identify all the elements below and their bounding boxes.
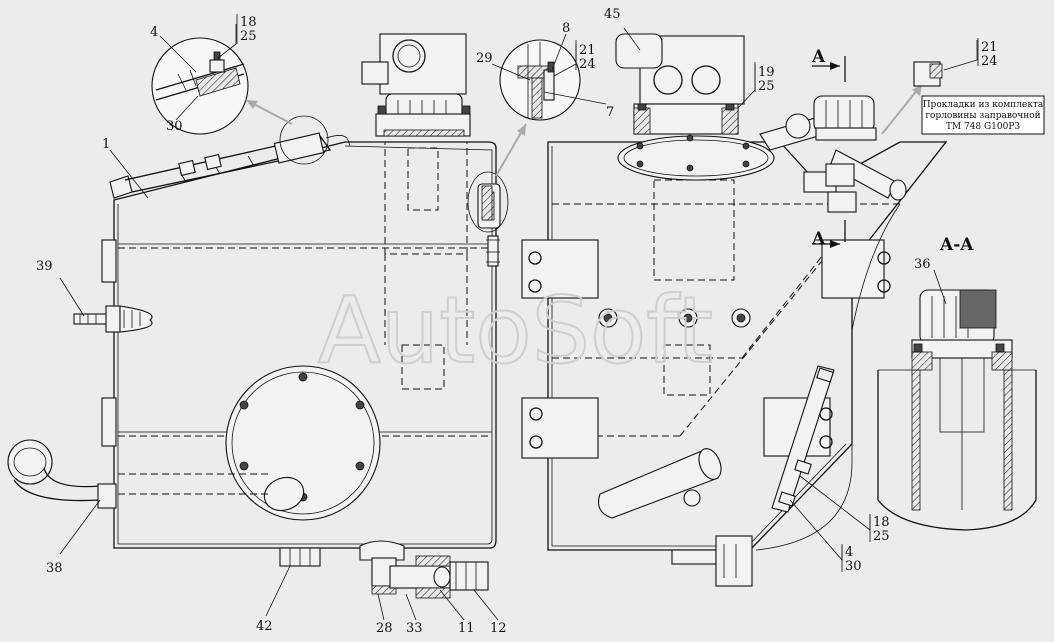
callout-7: 7 — [606, 105, 614, 120]
callout-18-top: 18 — [240, 15, 257, 30]
callout-30-top: 30 — [166, 119, 183, 134]
left-view-tank — [7, 33, 501, 599]
callout-11: 11 — [458, 621, 475, 636]
callout-8: 8 — [562, 21, 570, 36]
callout-39: 39 — [36, 259, 53, 274]
detail-bubble-top-left — [151, 37, 329, 165]
callout-19: 19 — [758, 65, 775, 80]
callout-45: 45 — [604, 7, 621, 22]
callout-21-right: 21 — [981, 40, 998, 55]
note-line-1: Прокладки из комплекта — [923, 100, 1044, 110]
callout-25-top: 25 — [240, 29, 257, 44]
callout-21-mid: 21 — [579, 43, 596, 58]
callout-25-mid: 25 — [758, 79, 775, 94]
callout-33: 33 — [406, 621, 423, 636]
section-mark-a-bottom: A — [811, 229, 826, 249]
callout-1: 1 — [102, 137, 110, 152]
gasket-note: Прокладки из комплекта горловины заправо… — [921, 95, 1045, 135]
detail-bubble-top-middle — [467, 39, 581, 233]
right-view-tank — [521, 33, 948, 587]
callout-12: 12 — [490, 621, 507, 636]
callout-24-mid: 24 — [579, 57, 596, 72]
callout-42: 42 — [256, 619, 273, 634]
callout-4-bottom: 4 — [845, 545, 853, 560]
callout-25-bottom: 25 — [873, 529, 890, 544]
callout-36: 36 — [914, 257, 931, 272]
callout-28: 28 — [376, 621, 393, 636]
callout-4-top: 4 — [150, 25, 158, 40]
callout-18-bottom: 18 — [873, 515, 890, 530]
callout-29: 29 — [476, 51, 493, 66]
callout-38: 38 — [46, 561, 63, 576]
section-title-a-a: A-A — [939, 235, 974, 255]
section-mark-a-top: A — [811, 47, 826, 67]
callout-30-bottom: 30 — [845, 559, 862, 574]
section-a-a — [877, 289, 1037, 531]
callout-numbers: 1 4 30 18 25 39 38 42 28 33 11 12 29 8 2… — [36, 7, 998, 636]
note-line-2: горловины заправочной — [925, 111, 1040, 121]
watermark: AutoSoft — [318, 277, 713, 384]
callout-24-right: 24 — [981, 54, 998, 69]
note-line-3: ТМ 748 G100Р3 — [946, 122, 1021, 132]
